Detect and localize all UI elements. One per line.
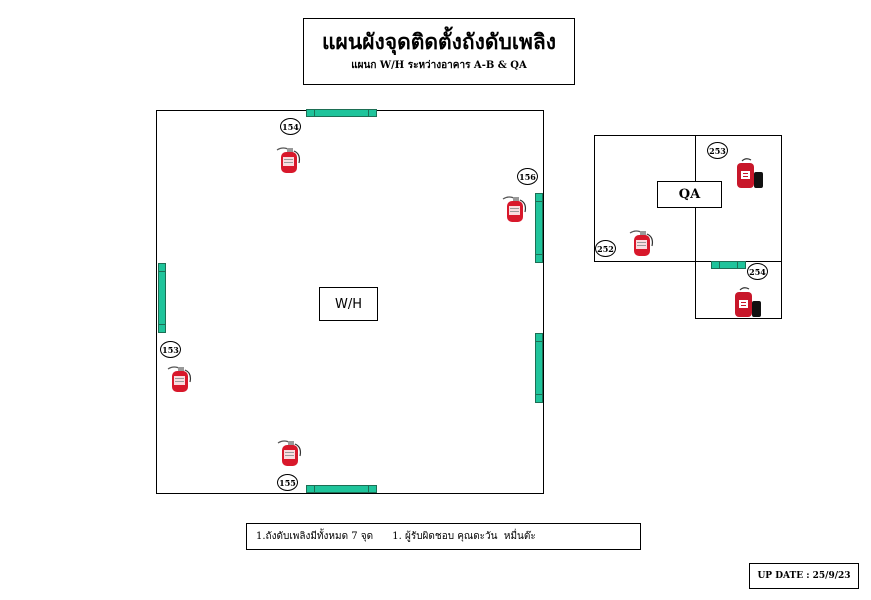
- door-right-upper: [535, 193, 543, 263]
- marker-154: 154: [280, 118, 301, 135]
- marker-253: 253: [707, 142, 728, 159]
- wh-room-label: W/H: [319, 287, 378, 321]
- fire-extinguisher-icon: [160, 364, 198, 394]
- marker-254: 254: [747, 263, 768, 280]
- door-right-lower: [535, 333, 543, 403]
- notes-box: 1.ถังดับเพลิงมีทั้งหมด 7 จุด 1. ผู้รับผิ…: [246, 523, 641, 550]
- fire-extinguisher-icon: [269, 145, 307, 175]
- page-subtitle: แผนก W/H ระหว่างอาคาร A-B & QA: [351, 60, 527, 71]
- update-date: UP DATE : 25/9/23: [749, 563, 859, 589]
- fire-extinguisher-cabinet-icon: [733, 156, 765, 190]
- fire-extinguisher-icon: [495, 194, 533, 224]
- door-qa: [711, 261, 746, 269]
- marker-156: 156: [517, 168, 538, 185]
- page-title: แผนผังจุดติดตั้งถังดับเพลิง: [322, 29, 556, 54]
- fire-extinguisher-cabinet-icon: [731, 285, 763, 319]
- title-box: แผนผังจุดติดตั้งถังดับเพลิง แผนก W/H ระห…: [303, 18, 575, 85]
- note-item-responsible: 1. ผู้รับผิดชอบ คุณดะวัน หมื่นต๊ะ: [392, 531, 536, 542]
- fire-extinguisher-icon: [270, 438, 308, 468]
- qa-annex-outline: [695, 135, 782, 319]
- door-left: [158, 263, 166, 333]
- door-top: [306, 109, 377, 117]
- note-item-count: 1.ถังดับเพลิงมีทั้งหมด 7 จุด: [256, 531, 374, 542]
- marker-252: 252: [595, 240, 616, 257]
- door-bottom: [306, 485, 377, 493]
- marker-153: 153: [160, 341, 181, 358]
- fire-extinguisher-icon: [622, 228, 660, 258]
- qa-room-label: QA: [657, 181, 722, 208]
- marker-155: 155: [277, 474, 298, 491]
